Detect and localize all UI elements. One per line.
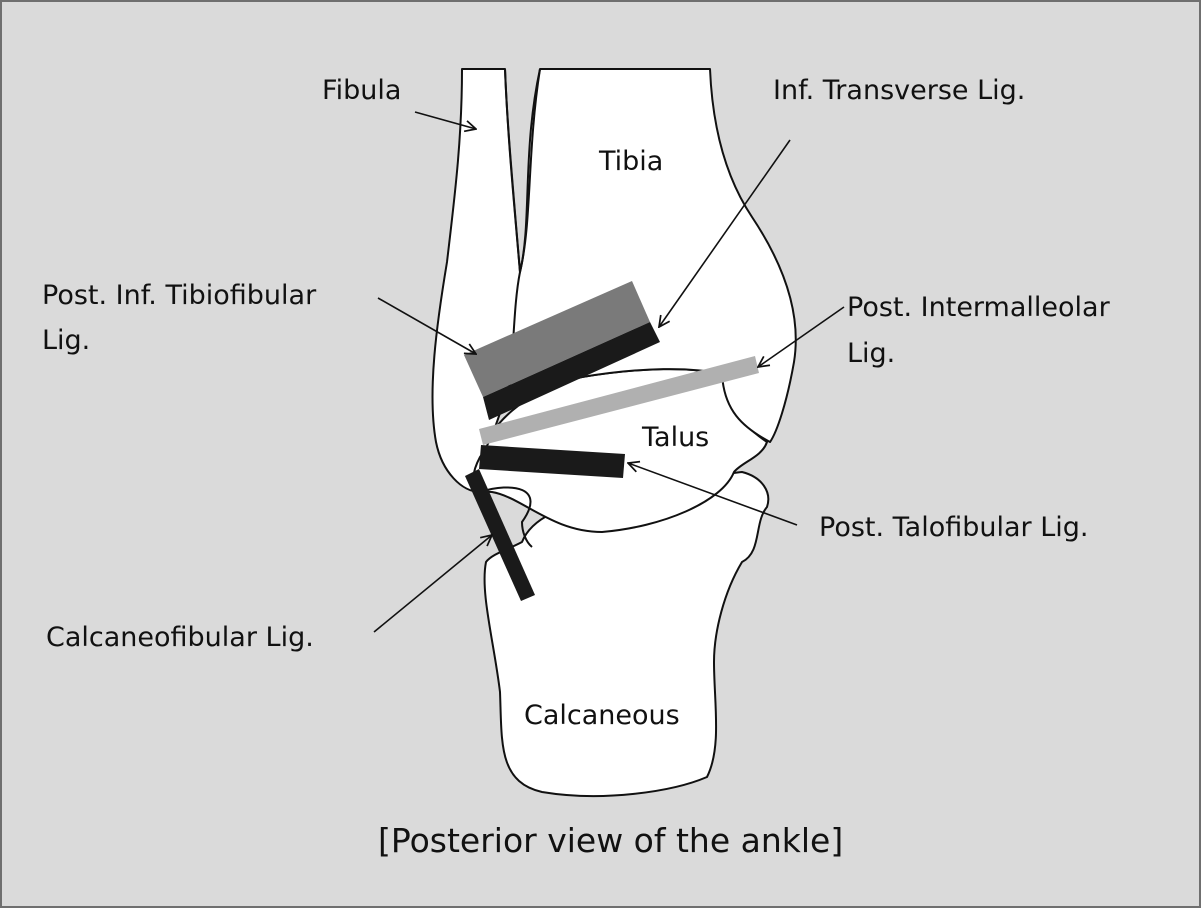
- label-talus: Talus: [641, 422, 709, 453]
- label-post-talofibular: Post. Talofibular Lig.: [819, 512, 1089, 543]
- label-inf-transverse: Inf. Transverse Lig.: [773, 75, 1025, 106]
- label-post-intermalleolar-line1: Post. Intermalleolar: [847, 292, 1111, 323]
- label-fibula: Fibula: [322, 75, 401, 106]
- arrow-calcaneofibular: [374, 535, 492, 632]
- label-calcaneofibular: Calcaneofibular Lig.: [46, 622, 314, 653]
- label-calcaneous: Calcaneous: [524, 700, 680, 731]
- label-post-inf-tibiofibular-line2: Lig.: [42, 325, 90, 356]
- label-post-inf-tibiofibular-line1: Post. Inf. Tibiofibular: [42, 280, 317, 311]
- label-tibia: Tibia: [598, 146, 663, 177]
- label-post-intermalleolar-line2: Lig.: [847, 338, 895, 369]
- diagram-caption: [Posterior view of the ankle]: [378, 821, 843, 860]
